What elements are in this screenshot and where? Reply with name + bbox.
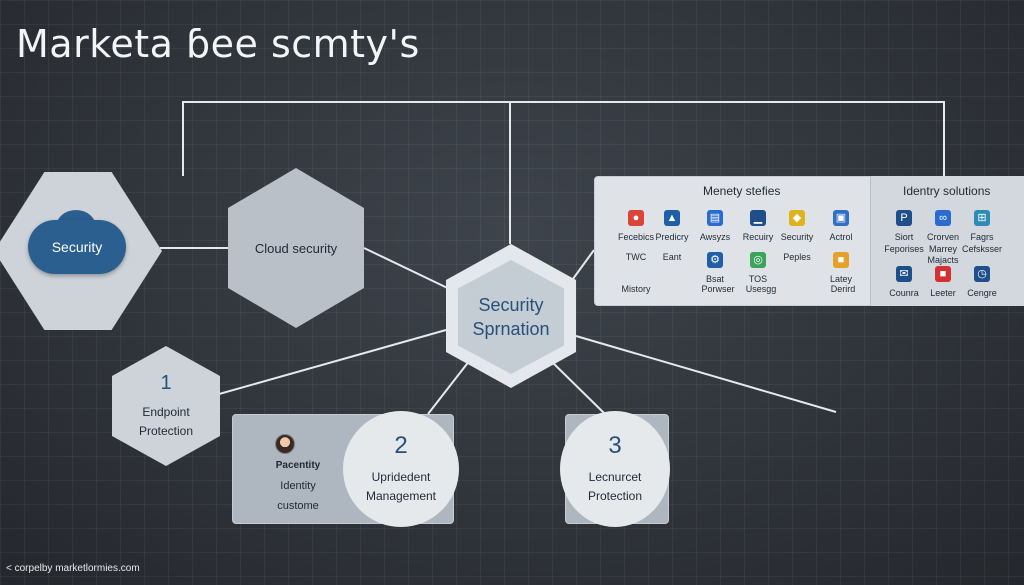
solution-item[interactable]: Mistory — [609, 284, 663, 295]
identity-line-2: custome — [277, 500, 319, 512]
protection-line-1: Lecnurcet — [588, 470, 642, 484]
solution-item[interactable]: Usesgg — [734, 284, 788, 295]
solution-item[interactable]: ▤ Awsyzs — [688, 210, 742, 243]
solution-item[interactable]: ✉ Counra — [877, 266, 931, 299]
solution-item[interactable]: ◎ TOS — [731, 252, 785, 285]
shield-icon: ◆ — [789, 210, 805, 226]
folder-icon: ■ — [833, 252, 849, 268]
solution-item[interactable]: TWC — [609, 252, 663, 263]
solution-item-label: Mistory — [621, 284, 651, 294]
solution-item[interactable]: Cefsksser — [955, 244, 1009, 255]
management-number: 2 — [394, 432, 408, 459]
solution-item-label: Peples — [783, 252, 811, 262]
solution-item-label: Fecebics — [617, 232, 654, 242]
solution-item-label: Awsyzs — [699, 232, 731, 242]
globe-icon: ◎ — [750, 252, 766, 268]
identity-line-1: Identity — [280, 480, 316, 492]
solution-item-label: Usesgg — [745, 284, 777, 294]
solution-item[interactable]: Eant — [645, 252, 699, 263]
solution-item-label: Porwser — [701, 284, 735, 294]
mail-icon: ✉ — [896, 266, 912, 282]
solution-item-label: Crorven — [926, 232, 959, 242]
solution-item[interactable]: ▁ Recuiry — [731, 210, 785, 243]
panel-heading-left: Menety stefies — [703, 184, 781, 198]
solution-item-label: Derird — [830, 284, 856, 294]
management-circle[interactable]: 2 Upridedent Management — [343, 411, 459, 527]
solution-item-label: Latey — [829, 274, 853, 284]
management-line-2: Management — [365, 489, 437, 503]
page-title: Marketa ɓee scmty's — [16, 22, 420, 66]
solution-item[interactable]: Marrey Majacts — [916, 244, 970, 266]
solution-item-label: Fagrs — [970, 232, 994, 242]
identity-label: Pacentity — [275, 460, 321, 471]
solution-item[interactable]: Porwser — [691, 284, 745, 295]
lock-icon: ▣ — [833, 210, 849, 226]
solution-item[interactable]: ⊞ Fagrs — [955, 210, 1009, 243]
solution-item-label: Predicry — [655, 232, 689, 242]
solution-item[interactable]: ◷ Cengre — [955, 266, 1009, 299]
solution-item[interactable]: Feporises — [877, 244, 931, 255]
red-square-icon: ■ — [935, 266, 951, 282]
solution-item[interactable]: Derird — [816, 284, 870, 295]
avatar — [275, 434, 295, 454]
solution-item[interactable]: P Siort — [877, 210, 931, 243]
chrome-icon: ● — [628, 210, 644, 226]
solution-item-label: TOS — [748, 274, 768, 284]
footer-credit: < corpelby marketlormies.com — [6, 563, 140, 574]
solution-item[interactable]: ∞ Crorven — [916, 210, 970, 243]
solution-item-label: Cengre — [967, 288, 997, 298]
solution-item[interactable]: ■ Latey — [814, 252, 868, 285]
solution-item-label: Bsat — [705, 274, 724, 284]
gear-icon: ⚙ — [707, 252, 723, 268]
solution-item-label: Feporises — [884, 244, 924, 254]
protection-circle[interactable]: 3 Lecnurcet Protection — [560, 411, 670, 527]
panel-heading-right: Identry solutions — [903, 184, 991, 198]
solution-item[interactable]: ■ Leeter — [916, 266, 970, 299]
chat-icon: ▲ — [664, 210, 680, 226]
cloud-security-label: Cloud security — [254, 240, 338, 256]
center-line-1: Security — [478, 295, 544, 315]
bar-chart-icon: ▁ — [750, 210, 766, 226]
p-icon: P — [896, 210, 912, 226]
solution-item-label: Recuiry — [742, 232, 774, 242]
solution-item[interactable]: ⚙ Bsat — [688, 252, 742, 285]
endpoint-number: 1 — [160, 371, 172, 394]
management-line-1: Upridedent — [371, 470, 431, 484]
solution-item-label: Leeter — [930, 288, 956, 298]
document-icon: ▤ — [707, 210, 723, 226]
endpoint-line-1: Endpoint — [142, 404, 190, 419]
solution-item-label: Siort — [894, 232, 914, 242]
solution-item[interactable]: ▣ Actrol — [814, 210, 868, 243]
solution-item[interactable]: ● Fecebics — [609, 210, 663, 243]
solution-item-label: TWC — [625, 252, 647, 262]
solution-item-label: Eant — [662, 252, 682, 262]
endpoint-protection-node[interactable]: 1 Endpoint Protection — [112, 346, 220, 466]
solution-item[interactable]: ◆ Security — [770, 210, 824, 243]
solution-item-label: Security — [780, 232, 814, 242]
solution-item-label: Cefsksser — [961, 244, 1002, 254]
center-line-2: Sprnation — [472, 319, 550, 339]
solution-item-label: Counra — [889, 288, 919, 298]
identity-text: Pacentity Identity custome — [248, 456, 348, 516]
solution-item[interactable]: ▲ Predicry — [645, 210, 699, 243]
security-cloud-label: Security — [28, 220, 126, 274]
identity-solutions-panel — [870, 176, 1024, 306]
link-icon: ∞ — [935, 210, 951, 226]
protection-number: 3 — [608, 432, 622, 459]
grid-icon: ⊞ — [974, 210, 990, 226]
solution-item-label: Marrey Majacts — [927, 244, 959, 265]
protection-line-2: Protection — [587, 489, 643, 503]
endpoint-line-2: Protection — [138, 423, 194, 438]
solution-item-label: Actrol — [829, 232, 853, 242]
clock-icon: ◷ — [974, 266, 990, 282]
solution-item[interactable]: Peples — [770, 252, 824, 263]
